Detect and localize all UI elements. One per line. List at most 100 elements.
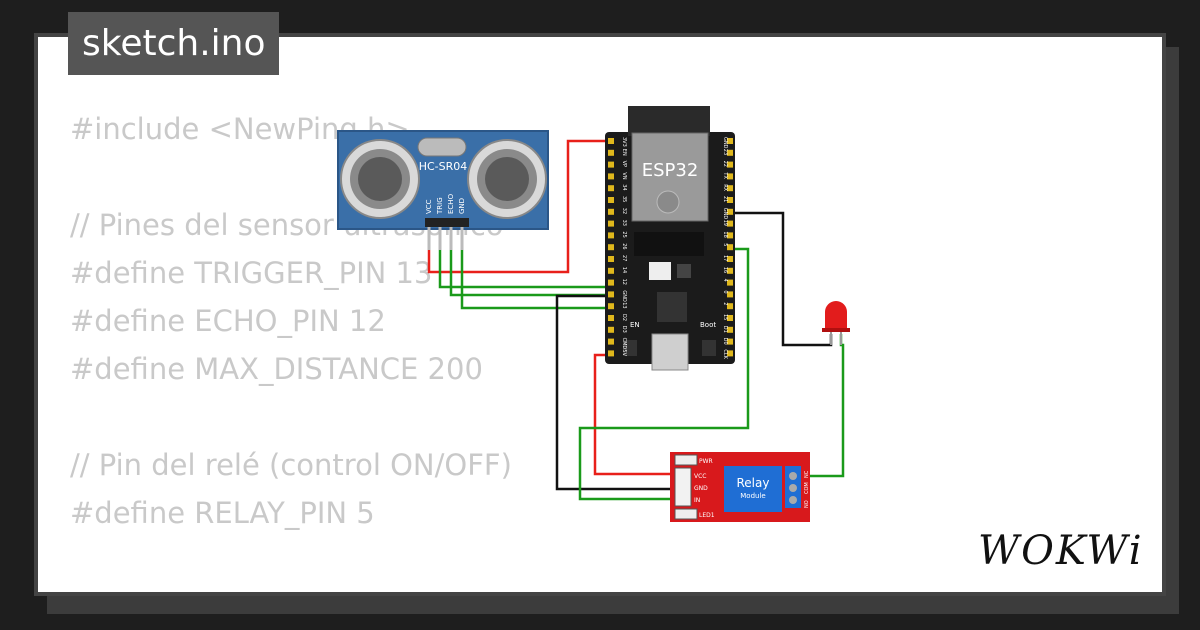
wire-relay-vcc <box>593 353 675 476</box>
esp32-pin-right[interactable] <box>727 326 733 333</box>
esp32-pin-label: VP <box>621 161 627 167</box>
esp32-pin-right[interactable] <box>727 149 733 156</box>
hc-sr04-sensor[interactable]: HC-SR04 VCC TRIG ECHO GND <box>337 130 549 250</box>
wire-led-gnd <box>730 211 833 347</box>
wire-gnd-sensor <box>460 250 611 310</box>
esp32-pin-left[interactable] <box>608 279 614 286</box>
esp32-pin-left[interactable] <box>608 220 614 227</box>
esp32-pin-label: D0 <box>722 338 728 345</box>
wokwi-logo: WOKWi <box>978 528 1144 574</box>
esp32-pin-label: 26 <box>621 243 627 249</box>
code-line: // Pin del relé (control ON/OFF) <box>70 448 512 482</box>
esp32-pin-left[interactable] <box>608 161 614 168</box>
esp32-pin-right[interactable] <box>727 279 733 286</box>
esp32-pin-left[interactable] <box>608 256 614 262</box>
esp32-pin-label: 19 <box>722 220 728 226</box>
esp32-pin-left[interactable] <box>608 138 614 144</box>
esp32-pin-label: 12 <box>621 279 627 285</box>
esp32-pin-right[interactable] <box>727 267 733 274</box>
relay-subtitle: Module <box>740 492 765 500</box>
esp32-pin-label: 2 <box>722 302 728 305</box>
esp32-pin-label: 15 <box>722 314 728 320</box>
esp32-pin-right[interactable] <box>727 256 733 262</box>
esp32-pin-label: GND <box>722 137 728 149</box>
esp32-pin-right[interactable] <box>727 350 733 357</box>
esp32-pin-label: 5 <box>722 243 728 246</box>
red-led[interactable] <box>822 301 850 345</box>
relay-out-com: COM <box>804 482 810 494</box>
esp32-pin-left[interactable] <box>608 267 614 274</box>
esp32-pin-label: 27 <box>621 255 627 261</box>
esp32-pin-label: VN <box>621 172 627 179</box>
esp32-pin-label: 18 <box>722 231 728 237</box>
esp32-pin-left[interactable] <box>608 208 614 215</box>
wire-relay-in <box>578 247 750 501</box>
esp32-pin-label: 0 <box>722 290 728 293</box>
sensor-pin-echo: ECHO <box>447 193 455 214</box>
relay-pwr: PWR <box>699 458 713 465</box>
esp32-pin-label: 17 <box>722 255 728 261</box>
sensor-pin-trig: TRIG <box>436 197 444 215</box>
esp32-pin-label: RX <box>722 184 728 191</box>
code-line: #define MAX_DISTANCE 200 <box>70 352 483 386</box>
file-tab[interactable]: sketch.ino <box>68 12 280 75</box>
esp32-btn-en: EN <box>630 321 640 329</box>
esp32-pin-left[interactable] <box>608 326 614 333</box>
esp32-board[interactable]: ESP32 EN Boot 3V3ENVPVN34353233252627141… <box>605 106 735 371</box>
esp32-pin-right[interactable] <box>727 173 733 180</box>
esp32-pin-right[interactable] <box>727 208 733 215</box>
esp32-pin-label: 22 <box>722 161 728 167</box>
esp32-pin-left[interactable] <box>608 350 614 357</box>
esp32-pin-right[interactable] <box>727 244 733 251</box>
esp32-pin-label: D1 <box>722 326 728 333</box>
esp32-pin-left[interactable] <box>608 291 614 298</box>
relay-module[interactable]: Relay Module PWR LED1 VCC GND IN NO COM … <box>670 452 810 522</box>
esp32-pin-left[interactable] <box>608 303 614 310</box>
esp32-pin-label: 5V <box>621 349 627 356</box>
esp32-pin-left[interactable] <box>608 338 614 345</box>
relay-pin-gnd: GND <box>694 485 708 492</box>
esp32-pin-label: D2 <box>621 314 627 321</box>
esp32-pin-label: CLK <box>722 349 728 359</box>
esp32-pin-label: EN <box>621 149 627 156</box>
relay-led1: LED1 <box>699 512 715 519</box>
code-line: #define RELAY_PIN 5 <box>70 496 375 530</box>
esp32-pin-label: 16 <box>722 267 728 273</box>
relay-pin-in: IN <box>694 497 700 504</box>
esp32-pin-right[interactable] <box>727 220 733 227</box>
esp32-pin-label: D3 <box>621 326 627 333</box>
code-line: #define TRIGGER_PIN 13 <box>70 256 433 290</box>
esp32-pin-label: CMD <box>621 338 627 350</box>
esp32-pin-label: 13 <box>621 302 627 308</box>
esp32-pin-right[interactable] <box>727 338 733 345</box>
relay-pin-vcc: VCC <box>694 473 706 480</box>
esp32-pin-right[interactable] <box>727 303 733 310</box>
esp32-pin-right[interactable] <box>727 197 733 203</box>
sensor-label: HC-SR04 <box>419 160 468 173</box>
esp32-pin-label: 23 <box>722 149 728 155</box>
esp32-pin-left[interactable] <box>608 173 614 180</box>
relay-out-no: NO <box>804 500 810 508</box>
esp32-pin-left[interactable] <box>608 244 614 251</box>
esp32-pin-label: 21 <box>722 196 728 202</box>
esp32-pin-right[interactable] <box>727 232 733 239</box>
esp32-btn-boot: Boot <box>700 321 716 329</box>
esp32-pin-right[interactable] <box>727 315 733 321</box>
esp32-pin-right[interactable] <box>727 138 733 144</box>
wire-relay-gnd <box>555 294 675 491</box>
esp32-pin-right[interactable] <box>727 161 733 168</box>
esp32-pin-label: 4 <box>722 279 728 282</box>
esp32-pin-left[interactable] <box>608 149 614 156</box>
esp32-pin-left[interactable] <box>608 315 614 321</box>
esp32-pin-label: GND <box>621 290 627 302</box>
esp32-pin-label: GND <box>722 208 728 220</box>
esp32-pin-right[interactable] <box>727 185 733 192</box>
esp32-pin-label: 35 <box>621 196 627 202</box>
esp32-pin-left[interactable] <box>608 232 614 239</box>
esp32-pin-right[interactable] <box>727 291 733 298</box>
sketch-card: #include <NewPing.h>// Pines del sensor … <box>34 33 1166 596</box>
esp32-pin-left[interactable] <box>608 197 614 203</box>
esp32-pin-label: 32 <box>621 208 627 214</box>
esp32-pin-left[interactable] <box>608 185 614 192</box>
